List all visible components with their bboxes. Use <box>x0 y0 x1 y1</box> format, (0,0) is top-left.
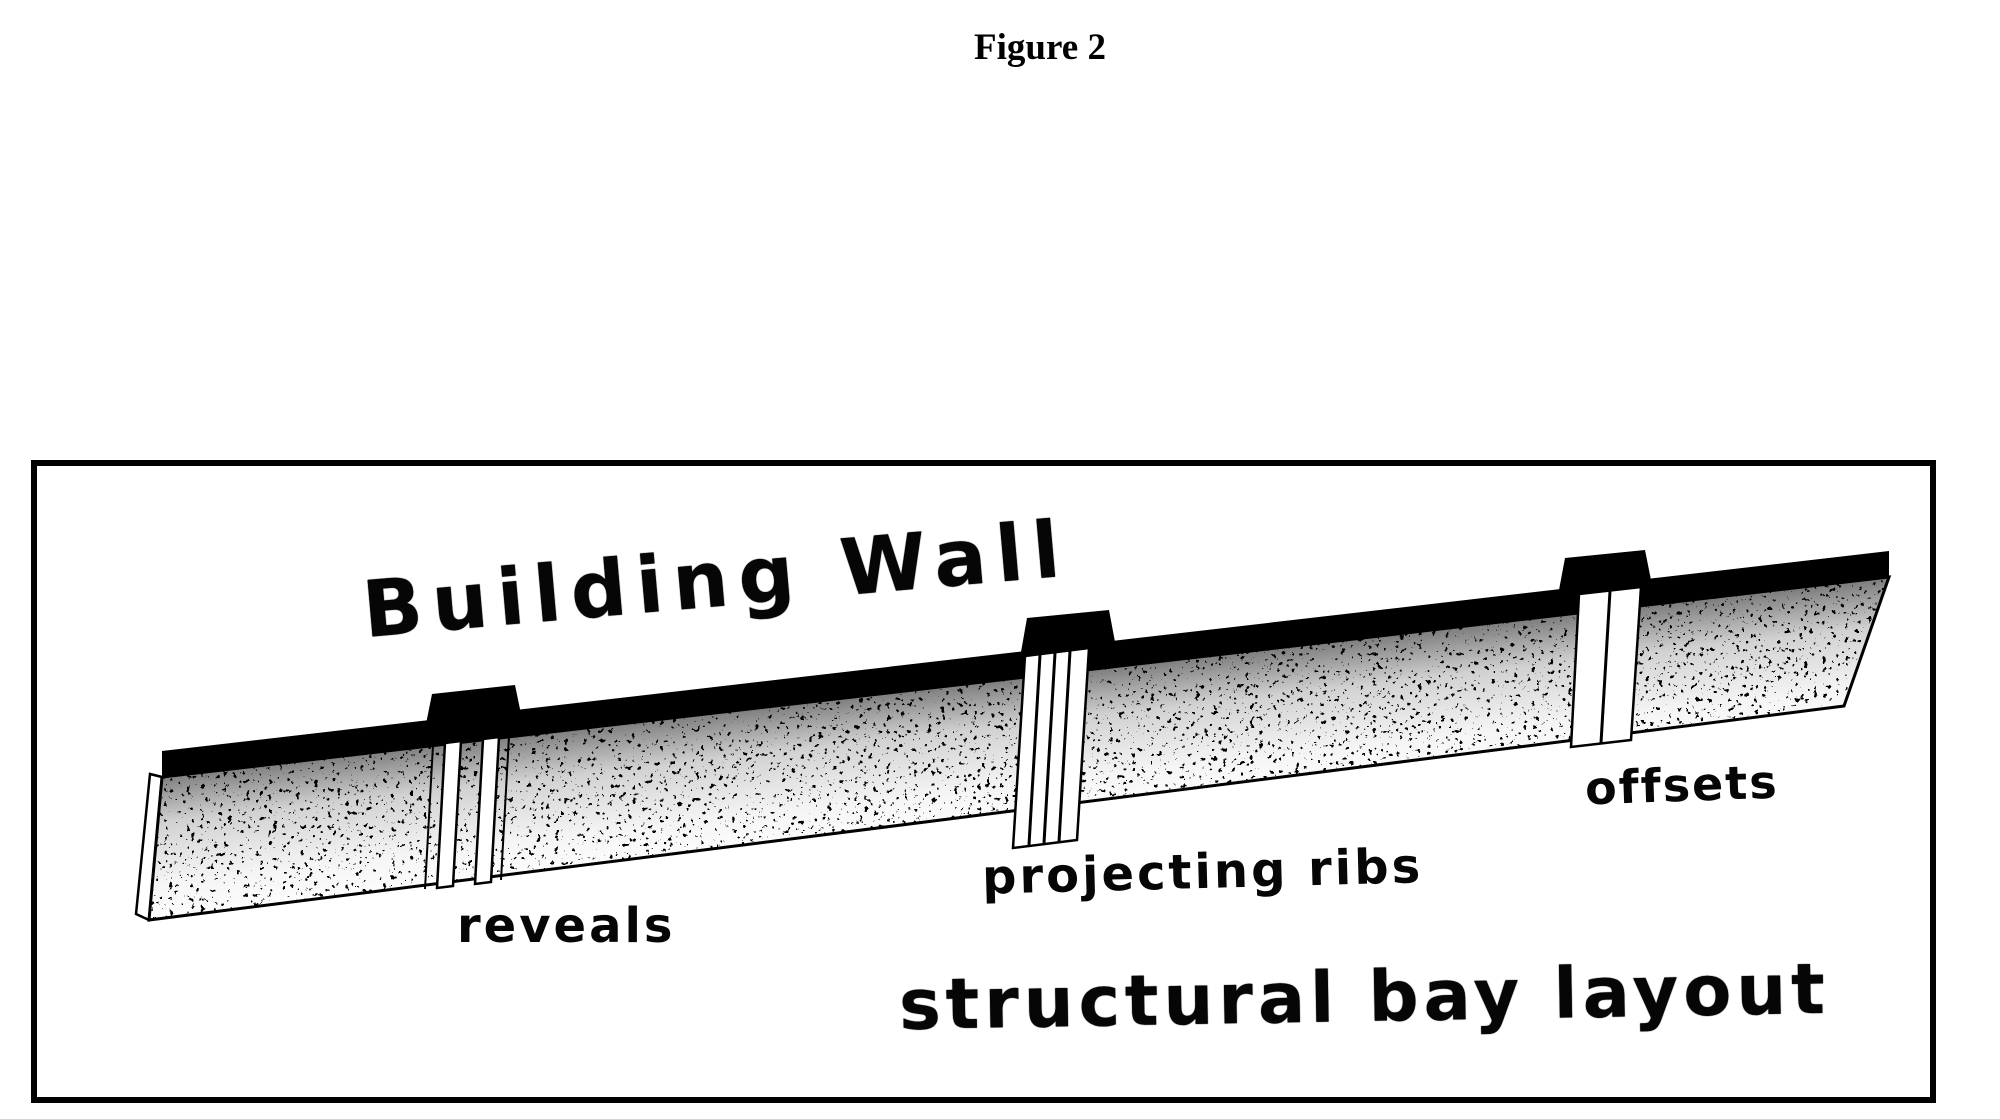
wall-face-outline <box>147 575 1892 922</box>
reveals-label: reveals <box>457 898 676 954</box>
offset-joint <box>1559 550 1651 749</box>
structural-bay-layout-label: structural bay layout <box>898 947 1831 1047</box>
projecting-ribs-joint <box>1011 610 1115 850</box>
reveals-joint <box>424 685 521 890</box>
reveals-cap <box>426 685 521 724</box>
projecting-ribs-label: projecting ribs <box>981 838 1424 906</box>
building-wall-drawing <box>134 550 1892 922</box>
offsets-label: offsets <box>1584 754 1780 816</box>
ribs-cap <box>1021 610 1115 652</box>
figure-caption: Figure 2 <box>974 27 1106 68</box>
offset-cap <box>1559 550 1651 590</box>
diagram-frame: Building Wall reveals projecting ribs of… <box>31 460 1936 1103</box>
